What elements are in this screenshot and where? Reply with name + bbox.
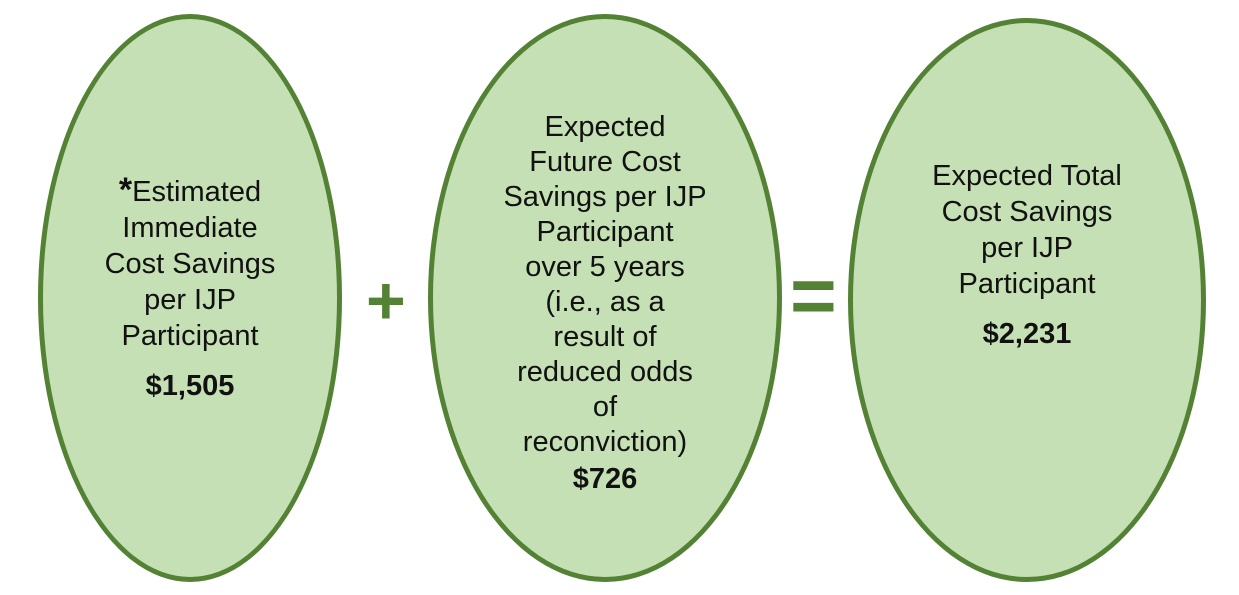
- label-text: Estimated: [132, 176, 262, 208]
- asterisk: *: [118, 171, 133, 209]
- label-line: reconviction): [522, 425, 688, 458]
- label-line: Expected: [544, 110, 666, 143]
- label-line: Cost Savings: [941, 196, 1113, 228]
- plus-operator: +: [366, 263, 406, 339]
- label-line: Participant: [958, 268, 1096, 300]
- label-line: reduced odds: [517, 355, 693, 388]
- equals-operator: =: [790, 251, 837, 340]
- label-line: Cost Savings: [104, 248, 276, 280]
- label-line: Participant: [536, 215, 674, 248]
- label-line: Immediate: [122, 212, 258, 244]
- label-line: per IJP: [144, 284, 236, 316]
- label-line: Participant: [121, 320, 259, 352]
- label-line: result of: [553, 320, 657, 353]
- label-line: Expected Total: [932, 160, 1122, 192]
- immediate-savings-amount: $1,505: [145, 370, 235, 402]
- total-savings-amount: $2,231: [982, 318, 1072, 350]
- label-line: Savings per IJP: [503, 180, 707, 213]
- label-line: per IJP: [981, 232, 1073, 264]
- future-savings-amount: $726: [572, 462, 638, 495]
- label-line: (i.e., as a: [545, 285, 665, 318]
- label-line: Future Cost: [529, 145, 681, 178]
- label-line: over 5 years: [525, 250, 685, 283]
- label-line: *Estimated: [119, 172, 261, 210]
- future-savings-ellipse: Expected Future Cost Savings per IJP Par…: [428, 14, 782, 582]
- immediate-savings-ellipse: *Estimated Immediate Cost Savings per IJ…: [38, 14, 342, 582]
- label-line: of: [592, 390, 618, 423]
- total-savings-ellipse: Expected Total Cost Savings per IJP Part…: [848, 18, 1206, 582]
